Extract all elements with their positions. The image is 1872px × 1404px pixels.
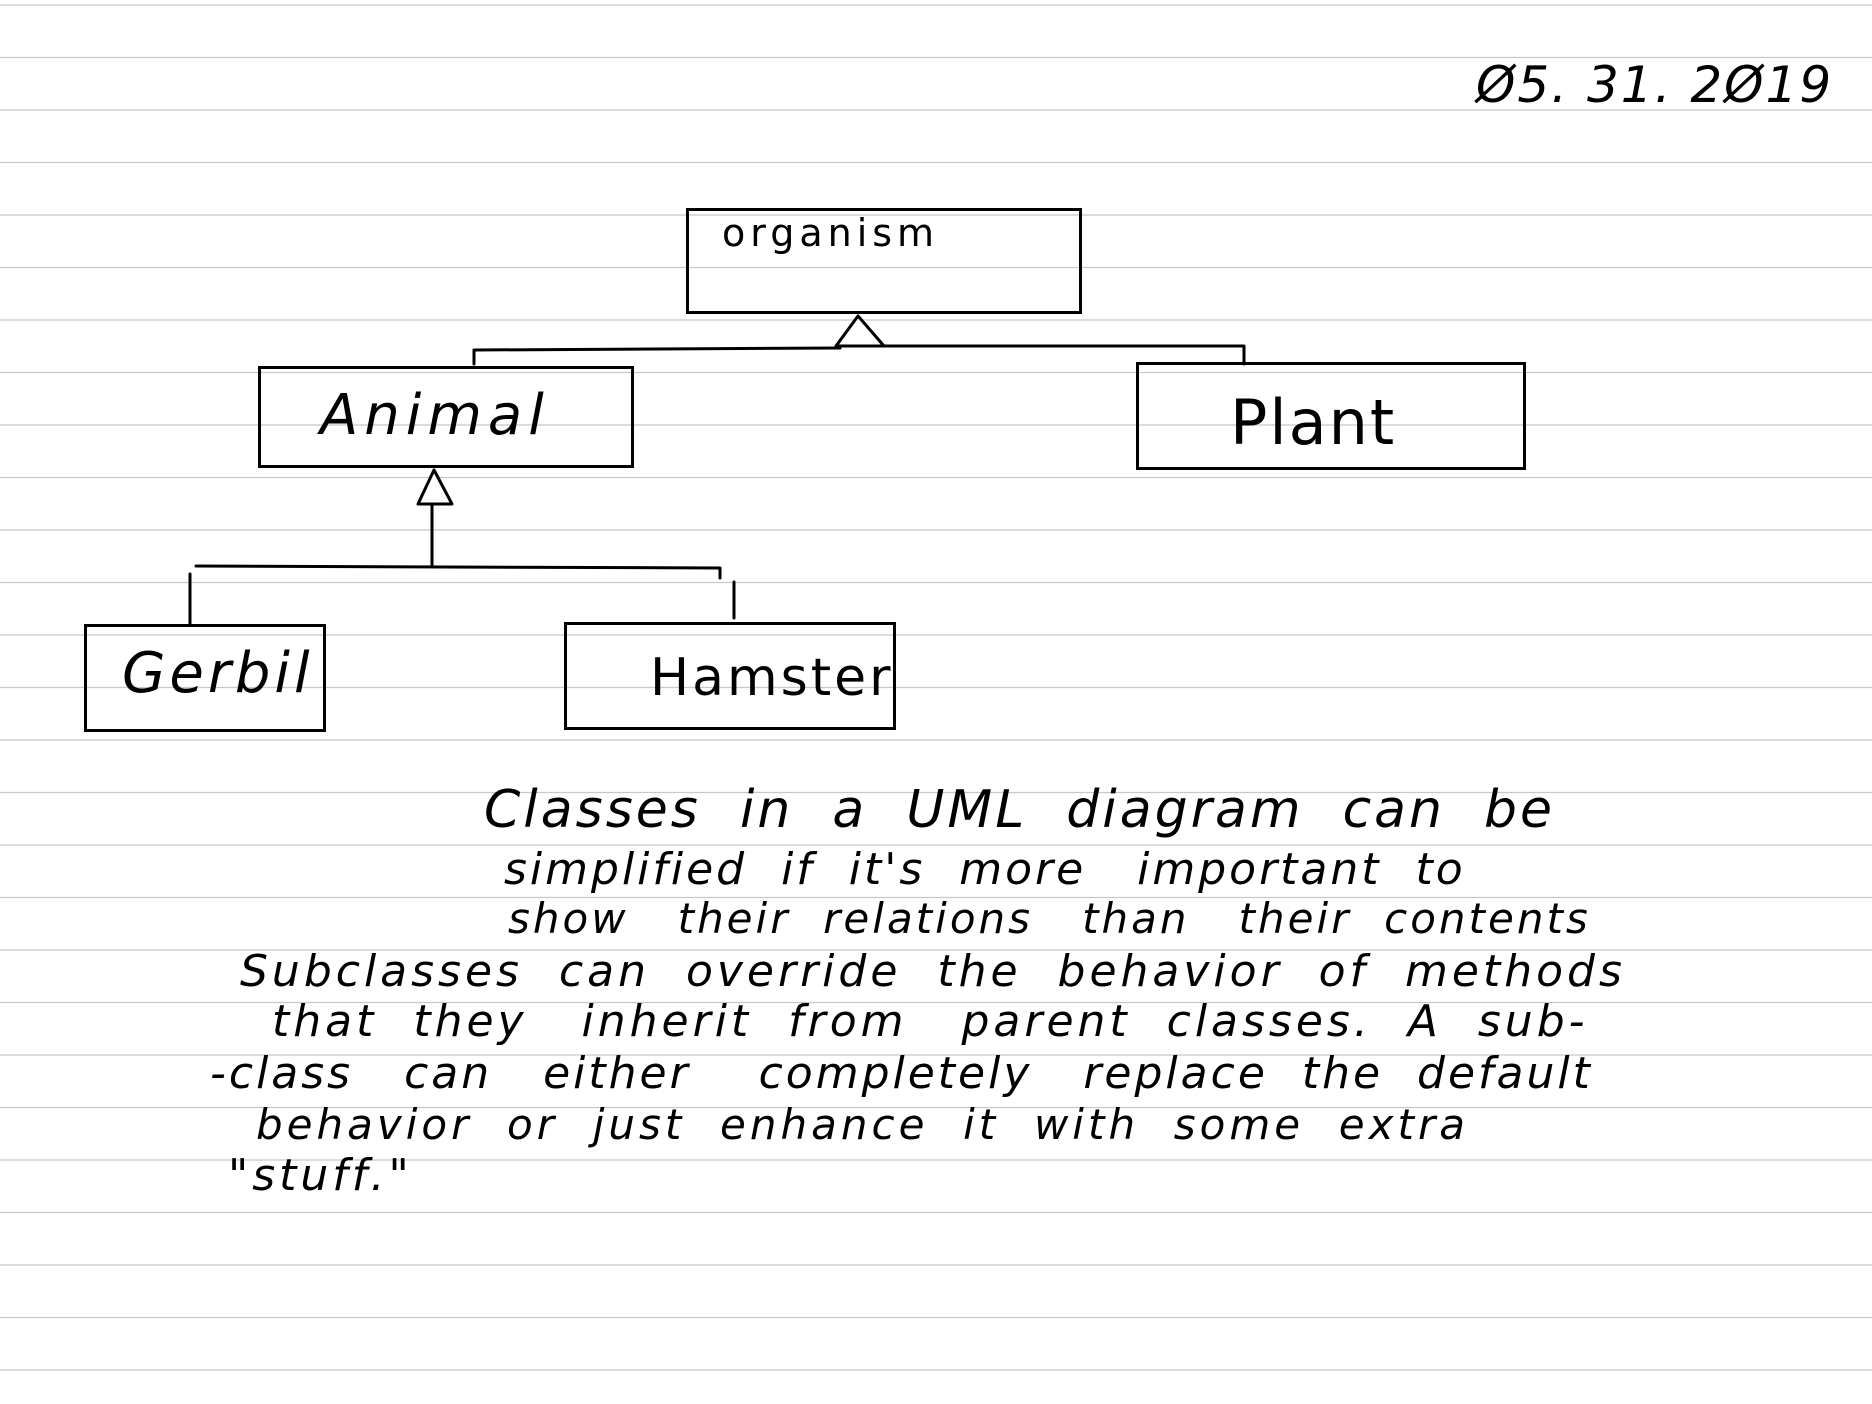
class-name-animal: Animal [320, 383, 550, 448]
class-box-organism [686, 208, 1082, 314]
generalization-arrow-animal [416, 468, 454, 506]
note-line: that they inherit from parent classes. A… [272, 996, 1589, 1047]
note-line: simplified if it's more important to [504, 844, 1466, 895]
note-line: "stuff." [228, 1150, 413, 1201]
note-line: behavior or just enhance it with some ex… [256, 1100, 1469, 1149]
class-box-animal [258, 366, 634, 468]
note-line: Subclasses can override the behavior of … [240, 946, 1626, 997]
class-box-plant [1136, 362, 1526, 470]
class-box-gerbil [84, 624, 326, 732]
class-name-gerbil: Gerbil [122, 641, 314, 706]
connector-animal-organism [472, 346, 842, 366]
class-name-organism: organism [722, 211, 940, 255]
class-box-hamster [564, 622, 896, 730]
class-name-hamster: Hamster [650, 648, 894, 708]
connector-gerbil-animal [188, 564, 722, 626]
note-line: -class can either completely replace the… [210, 1048, 1593, 1099]
date-label: Ø5. 31. 2Ø19 [1476, 56, 1834, 114]
note-line: Classes in a UML diagram can be [484, 780, 1556, 840]
connector-plant-organism [878, 344, 1246, 366]
note-line: show their relations than their contents [508, 894, 1591, 943]
class-name-plant: Plant [1230, 386, 1397, 459]
generalization-arrow-organism [834, 314, 886, 348]
